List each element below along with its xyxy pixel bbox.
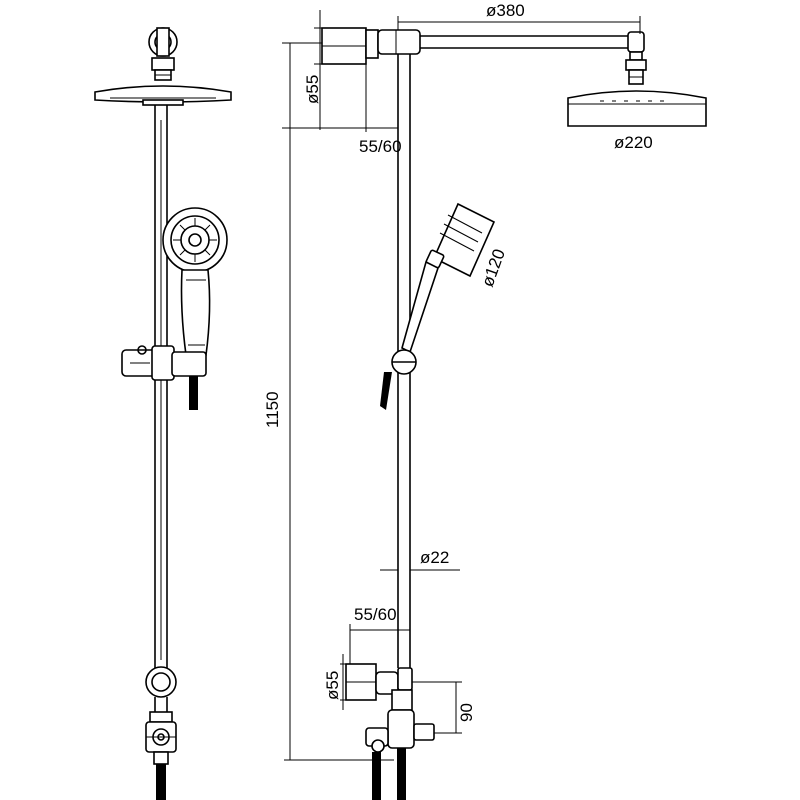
side-arm-joint: [625, 31, 647, 85]
front-hose: [189, 376, 198, 410]
dim-bottom-bracket-diameter: ø55: [323, 671, 342, 700]
dim-handshower-diameter: ø120: [478, 246, 509, 289]
side-outlet: [365, 689, 435, 800]
dim-bottom-bracket-offset: 55/60: [354, 605, 397, 624]
dim-total-height: 1150: [263, 391, 282, 428]
dim-top-bracket-diameter: ø55: [303, 75, 322, 104]
side-head-shower: [567, 90, 707, 127]
dim-top-bracket-offset: 55/60: [359, 137, 402, 156]
side-slide-holder: [380, 349, 417, 410]
side-arm: [420, 35, 632, 49]
side-top-wall-bracket: [321, 27, 379, 65]
side-hand-shower: [401, 202, 496, 354]
dim-head-diameter: ø220: [614, 133, 653, 152]
side-elbow: [377, 29, 421, 55]
side-bottom-wall-bracket: [345, 663, 413, 701]
dim-arm-diameter: ø380: [486, 1, 525, 20]
front-slide-holder: [121, 345, 207, 381]
dim-outlet-height: 90: [457, 703, 476, 722]
front-diverter: [145, 711, 177, 800]
side-view: [321, 27, 707, 800]
dim-rail-diameter: ø22: [420, 548, 449, 567]
front-hand-shower: [162, 207, 228, 356]
front-bottom-bracket: [145, 666, 177, 712]
front-rail: [154, 105, 168, 672]
front-view: [94, 27, 232, 800]
front-head-shower: [94, 85, 232, 106]
dimension-lines: [282, 10, 641, 761]
front-top-joint: [148, 27, 178, 81]
